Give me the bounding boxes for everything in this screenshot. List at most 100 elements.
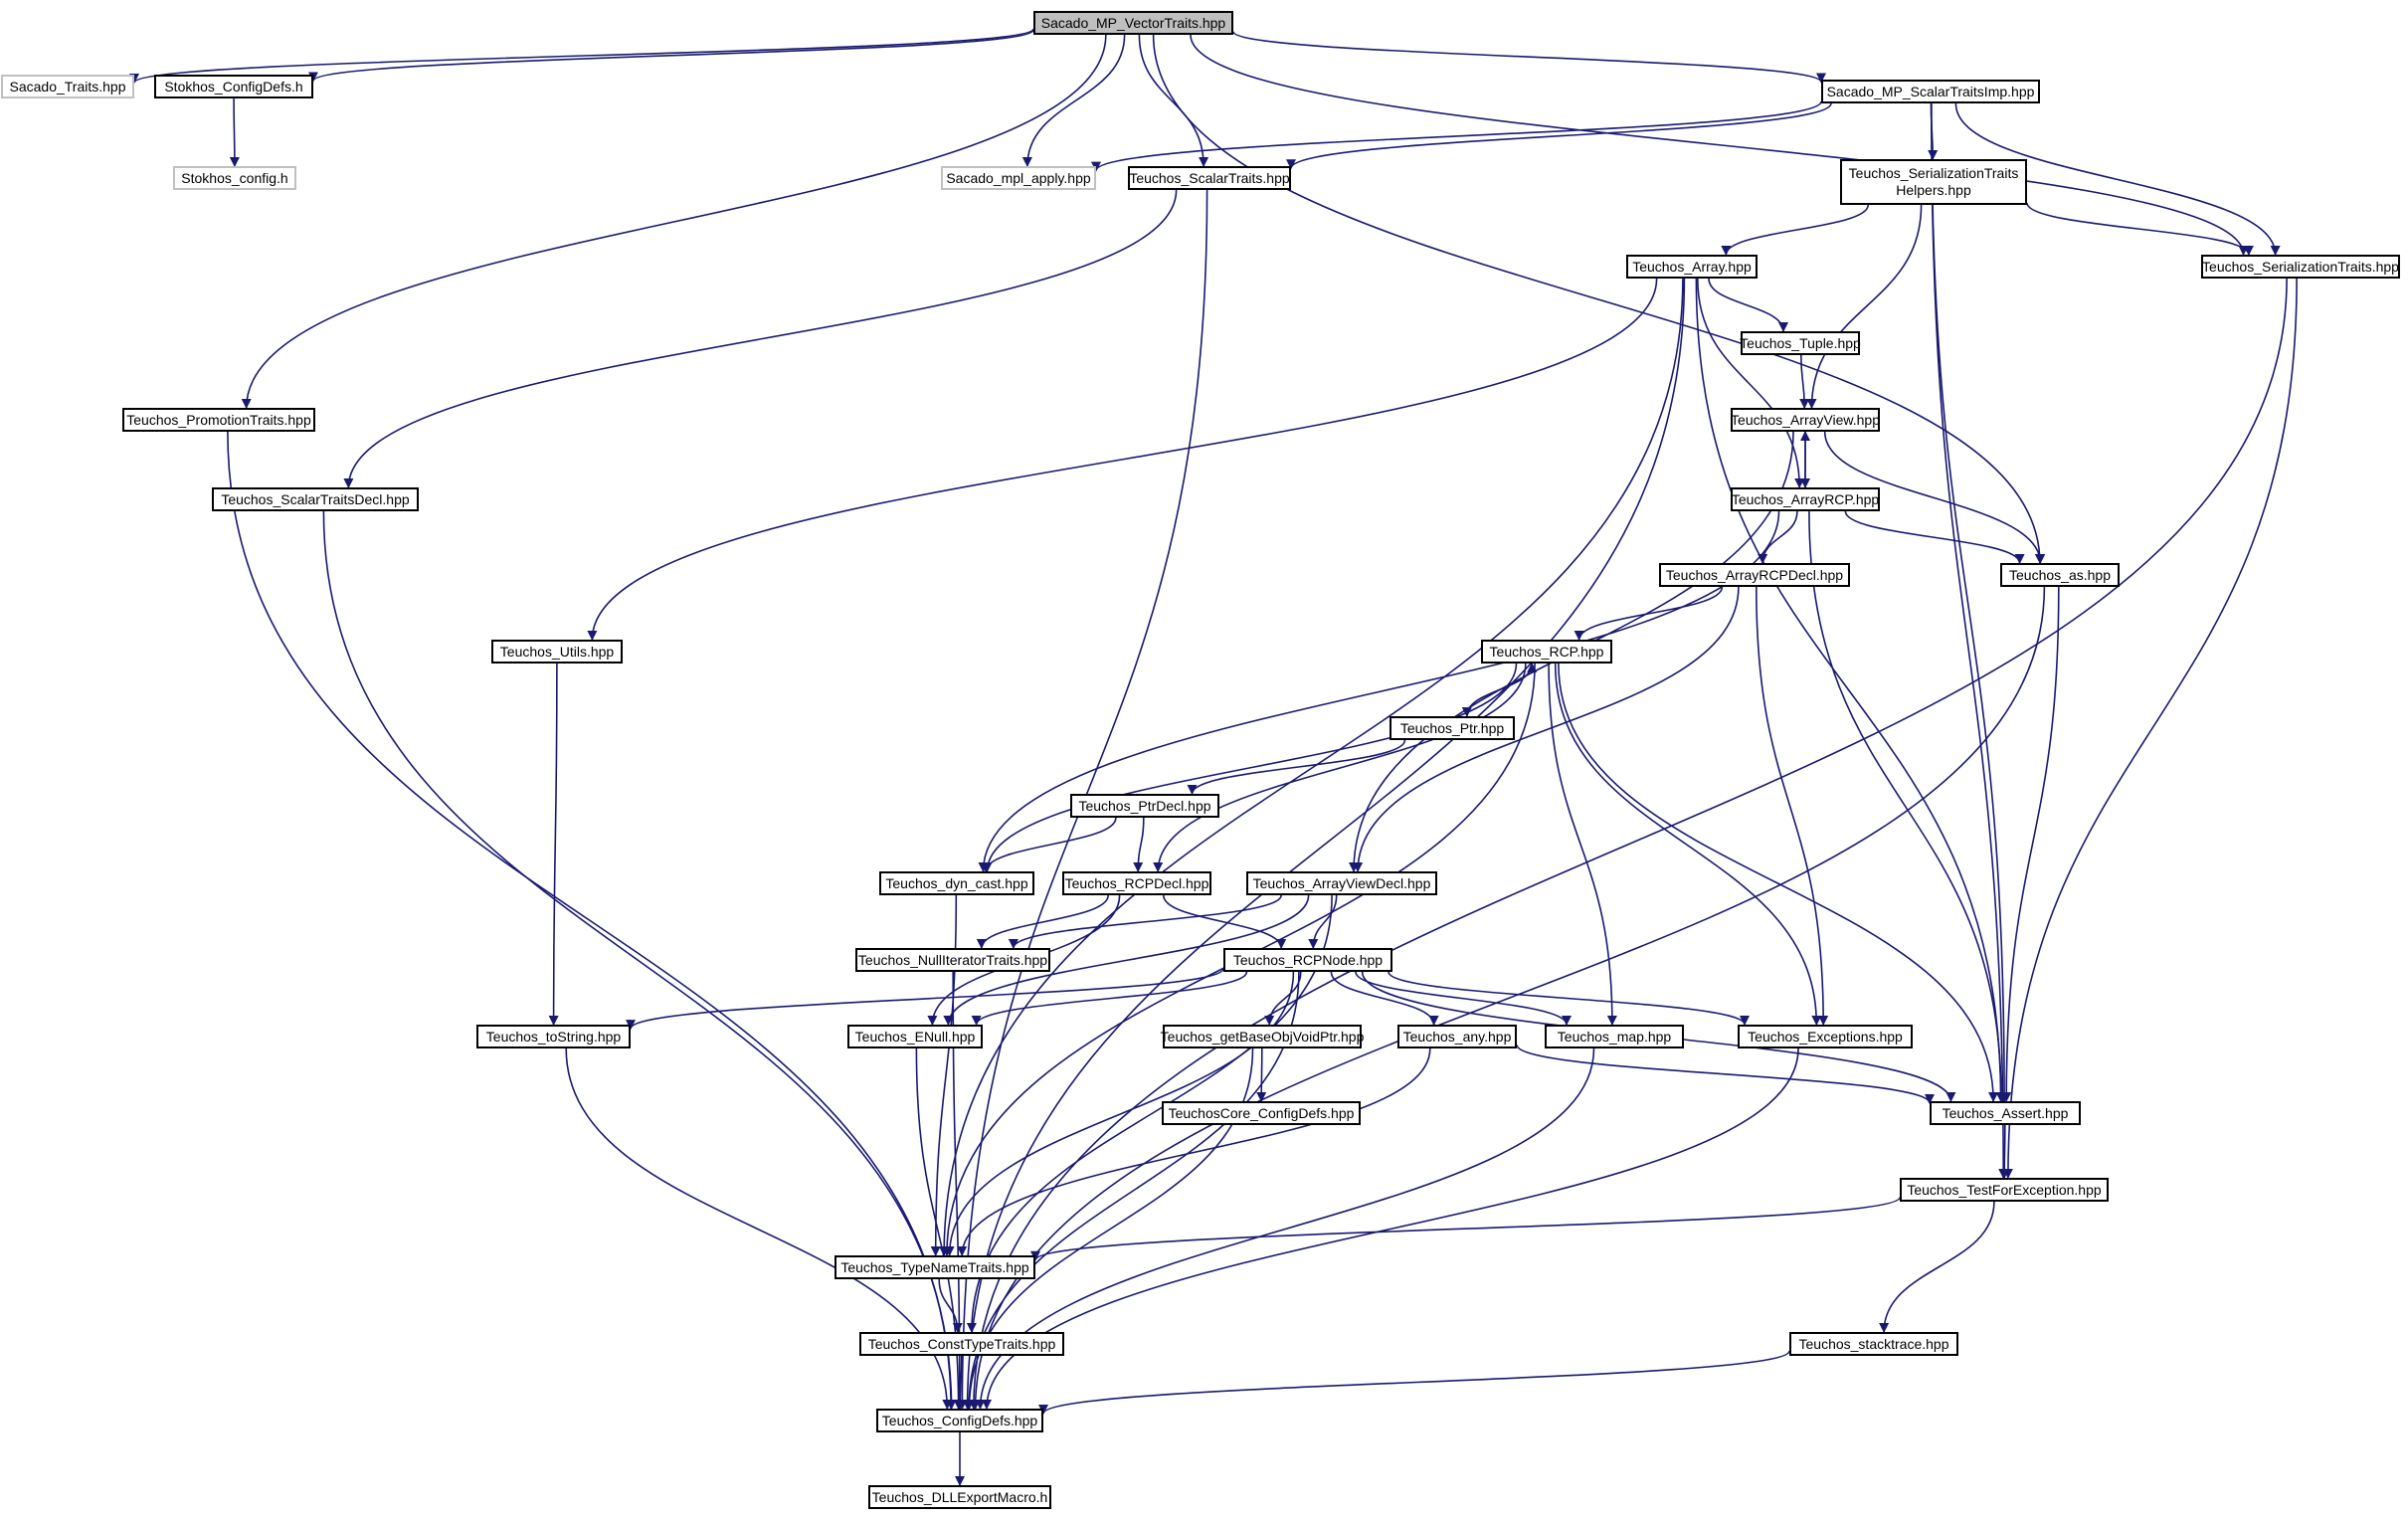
node-label: Teuchos_PromotionTraits.hpp	[126, 411, 311, 428]
edge-teuchos-rcpnode-to-teuchos-configdefs	[964, 971, 1300, 1410]
edge-teuchos-serializationtraitshelpers-to-teuchos-array	[1721, 204, 1869, 256]
node-teuchos-dllexportmacro[interactable]: Teuchos_DLLExportMacro.h	[868, 1485, 1051, 1509]
edge-teuchos-rcp-to-teuchos-rcpdecl	[1153, 663, 1527, 872]
node-teuchos-getbaseobjvoidptr[interactable]: Teuchos_getBaseObjVoidPtr.hpp	[1160, 1025, 1365, 1048]
node-label: Teuchos_Ptr.hpp	[1399, 719, 1505, 736]
edge-teuchos-as-to-teuchos-assert	[2001, 586, 2060, 1102]
edge-teuchos-rcpnode-to-teuchos-exceptions	[1388, 971, 1750, 1026]
node-label: Stokhos_config.h	[181, 169, 288, 186]
node-label: Teuchos_dyn_cast.hpp	[885, 874, 1028, 891]
edge-teuchos-ptrdecl-to-teuchos-rcpdecl	[1133, 817, 1145, 872]
node-teuchos-arrayviewdecl[interactable]: Teuchos_ArrayViewDecl.hpp	[1246, 871, 1437, 895]
node-label: Teuchos_as.hpp	[2009, 566, 2111, 583]
node-teuchos-arrayrcpdecl[interactable]: Teuchos_ArrayRCPDecl.hpp	[1659, 563, 1850, 587]
edge-teuchos-rcp-to-teuchos-assert	[1558, 663, 1999, 1102]
node-teuchos-any[interactable]: Teuchos_any.hpp	[1397, 1025, 1517, 1048]
edge-teuchos-arrayrcpdecl-to-teuchos-exceptions	[1756, 586, 1829, 1026]
node-sacado-scalartraitsimp[interactable]: Sacado_MP_ScalarTraitsImp.hpp	[1821, 80, 2040, 103]
node-teuchos-scalartraits[interactable]: Teuchos_ScalarTraits.hpp	[1128, 166, 1291, 190]
edge-teuchos-ptrdecl-to-teuchos-dyn-cast	[981, 817, 1117, 872]
node-teuchos-assert[interactable]: Teuchos_Assert.hpp	[1930, 1101, 2081, 1125]
edge-teuchos-typenametraits-to-teuchos-consttypetraits	[938, 1278, 963, 1333]
edge-teuchos-rcpnode-to-teuchos-tostring	[626, 967, 1224, 1031]
node-label: Teuchos_ArrayRCP.hpp	[1731, 490, 1880, 507]
edge-sacado-scalartraitsimp-to-teuchos-serializationtraits	[1954, 102, 2281, 256]
node-label: Teuchos_Assert.hpp	[1942, 1104, 2069, 1121]
edge-teuchos-consttypetraits-to-teuchos-configdefs	[955, 1355, 966, 1410]
node-teuchos-stacktrace[interactable]: Teuchos_stacktrace.hpp	[1789, 1332, 1958, 1356]
edge-teuchos-array-to-teuchos-assert	[1695, 278, 2006, 1102]
node-label: Sacado_Traits.hpp	[9, 78, 126, 95]
node-sacado-mpl-apply[interactable]: Sacado_mpl_apply.hpp	[941, 166, 1096, 190]
node-teuchos-dyn-cast[interactable]: Teuchos_dyn_cast.hpp	[879, 871, 1034, 895]
node-root[interactable]: Sacado_MP_VectorTraits.hpp	[1033, 11, 1233, 35]
edge-teuchos-getbaseobjvoidptr-to-teuchoscore-configdefs	[1256, 1047, 1267, 1102]
edge-teuchos-array-to-teuchos-arrayrcp	[1697, 278, 1805, 488]
node-teuchos-rcpnode[interactable]: Teuchos_RCPNode.hpp	[1223, 948, 1392, 972]
node-teuchos-enull[interactable]: Teuchos_ENull.hpp	[847, 1025, 983, 1048]
node-label: Sacado_mpl_apply.hpp	[946, 169, 1091, 186]
node-teuchos-rcpdecl[interactable]: Teuchos_RCPDecl.hpp	[1062, 871, 1211, 895]
node-label: Teuchos_RCPDecl.hpp	[1064, 874, 1209, 891]
edge-teuchos-rcpnode-to-teuchos-any	[1330, 971, 1439, 1026]
edge-teuchos-rcpnode-to-teuchos-map	[1355, 971, 1572, 1026]
edge-teuchos-array-to-teuchos-configdefs	[962, 278, 1686, 1410]
node-teuchos-ptrdecl[interactable]: Teuchos_PtrDecl.hpp	[1070, 794, 1219, 818]
node-teuchos-tuple[interactable]: Teuchos_Tuple.hpp	[1740, 331, 1861, 355]
node-teuchos-serializationtraits[interactable]: Teuchos_SerializationTraits.hpp	[2201, 255, 2400, 279]
node-teuchos-serializationtraitshelpers[interactable]: Teuchos_SerializationTraits Helpers.hpp	[1840, 159, 2027, 205]
node-teuchos-typenametraits[interactable]: Teuchos_TypeNameTraits.hpp	[834, 1255, 1035, 1279]
node-stokhos-config[interactable]: Stokhos_config.h	[173, 166, 296, 190]
node-label: Teuchos_Utils.hpp	[499, 643, 615, 660]
node-label: Teuchos_Tuple.hpp	[1740, 334, 1861, 351]
node-label: Teuchos_NullIteratorTraits.hpp	[857, 951, 1048, 968]
node-label: Teuchos_ArrayView.hpp	[1731, 411, 1880, 428]
node-label: Teuchos_ConfigDefs.hpp	[881, 1412, 1038, 1428]
edge-teuchos-rcp-to-teuchos-map	[1548, 663, 1617, 1026]
node-teuchos-arrayrcp[interactable]: Teuchos_ArrayRCP.hpp	[1731, 487, 1880, 511]
node-teuchos-exceptions[interactable]: Teuchos_Exceptions.hpp	[1738, 1025, 1913, 1048]
edge-root-to-teuchos-scalartraits	[1138, 34, 1209, 167]
node-teuchos-arrayview[interactable]: Teuchos_ArrayView.hpp	[1731, 408, 1880, 432]
edge-teuchos-array-to-teuchos-tuple	[1708, 278, 1788, 332]
edge-teuchos-any-to-teuchos-assert	[1516, 1045, 1935, 1104]
node-teuchos-utils[interactable]: Teuchos_Utils.hpp	[491, 640, 623, 664]
node-teuchos-scalartraitsdecl[interactable]: Teuchos_ScalarTraitsDecl.hpp	[212, 487, 419, 511]
edge-teuchos-array-to-teuchos-utils	[587, 278, 1658, 641]
edge-teuchos-rcp-to-teuchos-exceptions	[1554, 663, 1822, 1026]
node-label: TeuchosCore_ConfigDefs.hpp	[1168, 1104, 1355, 1121]
node-teuchos-consttypetraits[interactable]: Teuchos_ConstTypeTraits.hpp	[859, 1332, 1064, 1356]
edge-root-to-sacado-traits	[129, 28, 1034, 84]
edge-teuchos-rcpdecl-to-teuchos-rcpnode	[1163, 894, 1287, 949]
node-teuchos-rcp[interactable]: Teuchos_RCP.hpp	[1481, 640, 1612, 664]
node-label: Sacado_MP_VectorTraits.hpp	[1040, 14, 1226, 31]
edge-teuchos-scalartraits-to-teuchos-scalartraitsdecl	[343, 189, 1178, 488]
node-label: Teuchos_Exceptions.hpp	[1748, 1028, 1903, 1045]
node-teuchos-tostring[interactable]: Teuchos_toString.hpp	[476, 1025, 631, 1048]
node-sacado-traits[interactable]: Sacado_Traits.hpp	[1, 75, 134, 98]
node-teuchos-ptr[interactable]: Teuchos_Ptr.hpp	[1389, 716, 1515, 740]
node-teuchos-testforexception[interactable]: Teuchos_TestForException.hpp	[1900, 1178, 2109, 1202]
node-teuchos-configdefs[interactable]: Teuchos_ConfigDefs.hpp	[876, 1409, 1043, 1432]
node-teuchos-nulliteratortraits[interactable]: Teuchos_NullIteratorTraits.hpp	[855, 948, 1050, 972]
node-teuchos-as[interactable]: Teuchos_as.hpp	[2000, 563, 2120, 587]
edge-teuchos-arrayrcpdecl-to-teuchos-rcp	[1574, 586, 1724, 641]
node-teuchos-array[interactable]: Teuchos_Array.hpp	[1626, 255, 1758, 279]
node-label: Teuchos_getBaseObjVoidPtr.hpp	[1160, 1028, 1365, 1045]
edge-root-to-teuchos-as	[1152, 34, 2045, 564]
edge-root-to-sacado-scalartraitsimp	[1232, 30, 1826, 84]
node-stokhos-configdefs[interactable]: Stokhos_ConfigDefs.h	[154, 75, 313, 98]
node-teuchoscore-configdefs[interactable]: TeuchosCore_ConfigDefs.hpp	[1162, 1101, 1361, 1125]
edge-teuchos-stacktrace-to-teuchos-configdefs	[1038, 1350, 1790, 1415]
edge-teuchos-serializationtraits-to-teuchos-configdefs	[968, 278, 2288, 1410]
edge-teuchos-arrayrcp-to-teuchos-assert	[1808, 510, 2007, 1102]
edge-teuchos-rcpnode-to-teuchos-enull	[971, 971, 1248, 1026]
node-label: Teuchos_ConstTypeTraits.hpp	[867, 1335, 1056, 1352]
node-teuchos-map[interactable]: Teuchos_map.hpp	[1545, 1025, 1684, 1048]
node-teuchos-promotiontraits[interactable]: Teuchos_PromotionTraits.hpp	[122, 408, 315, 432]
node-label: Teuchos_Array.hpp	[1632, 258, 1752, 275]
edge-teuchos-serializationtraitshelpers-to-teuchos-serializationtraits	[2026, 202, 2254, 256]
edge-teuchos-array-to-teuchos-typenametraits	[939, 278, 1684, 1256]
edge-teuchos-as-to-teuchos-configdefs	[970, 586, 2046, 1410]
node-label: Sacado_MP_ScalarTraitsImp.hpp	[1826, 83, 2035, 99]
